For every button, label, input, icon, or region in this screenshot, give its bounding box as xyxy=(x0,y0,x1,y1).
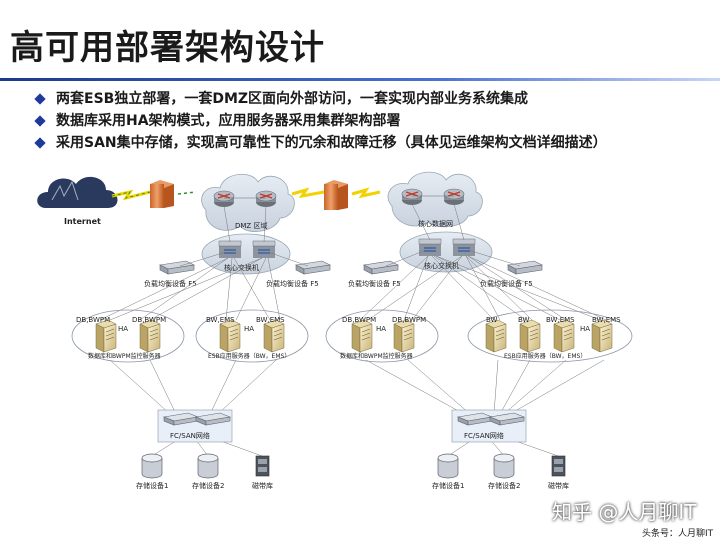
router-icon xyxy=(255,190,277,208)
ha-label: HA xyxy=(118,325,128,333)
load-balancer-icon xyxy=(507,260,543,275)
load-balancer-icon xyxy=(159,260,195,275)
page-title: 高可用部署架构设计 xyxy=(10,28,325,68)
esb-server-icon xyxy=(553,319,575,353)
bullet-text: 两套ESB独立部署，一套DMZ区面向外部访问，一套实现内部业务系统集成 xyxy=(56,91,529,107)
db-server-icon xyxy=(139,319,161,353)
server-label: BW,EMS xyxy=(206,316,235,324)
ha-label: HA xyxy=(244,325,254,333)
firewall-icon xyxy=(150,180,174,208)
server-label: DB,BWPM xyxy=(342,316,376,324)
group-label: 数据库和BWPM监控服务器 xyxy=(340,352,413,360)
server-label: BW,EMS xyxy=(592,316,621,324)
lightning-link-icon xyxy=(351,187,381,199)
group-label: 数据库和BWPM监控服务器 xyxy=(88,352,161,360)
ha-label: HA xyxy=(376,325,386,333)
server-label: DB,BWPM xyxy=(132,316,166,324)
switch-icon xyxy=(218,240,242,259)
db-server-icon xyxy=(95,319,117,353)
switch-icon xyxy=(452,238,476,257)
db-server-icon xyxy=(393,319,415,353)
firewall-icon xyxy=(324,180,348,210)
esb-server-icon xyxy=(219,319,241,353)
load-balancer-label: 负载均衡设备 F5 xyxy=(144,279,197,288)
server-label: DB,BWPM xyxy=(392,316,426,324)
server-label: BW,EMS xyxy=(256,316,285,324)
lightning-link-icon xyxy=(291,187,325,199)
title-underline xyxy=(0,78,720,81)
internet-label: Internet xyxy=(64,217,101,226)
server-label: BW xyxy=(486,316,498,324)
tape-library-icon xyxy=(255,455,270,477)
internet-cloud-icon xyxy=(37,176,118,208)
storage-label: 磁带库 xyxy=(548,481,569,490)
esb-server-icon xyxy=(485,319,507,353)
db-server-group xyxy=(325,309,439,363)
network-links xyxy=(99,205,309,457)
core-data-zone xyxy=(387,171,483,228)
router-icon xyxy=(401,188,423,206)
san-label: FC/SAN网络 xyxy=(464,431,504,440)
dmz-zone xyxy=(201,174,295,232)
storage-disk-icon xyxy=(141,453,163,479)
footer-text: 头条号：人月聊IT xyxy=(642,529,714,539)
server-label: DB,BWPM xyxy=(76,316,110,324)
core-data-zone-label: 核心数据网 xyxy=(418,219,453,228)
network-links xyxy=(359,203,607,457)
san-label: FC/SAN网络 xyxy=(170,431,210,440)
watermark: 知乎 @人月聊IT xyxy=(552,500,697,524)
switch-icon xyxy=(252,240,276,259)
router-icon xyxy=(213,190,235,208)
bullet-list: 两套ESB独立部署，一套DMZ区面向外部访问，一套实现内部业务系统集成 数据库采… xyxy=(34,88,607,154)
storage-disk-icon xyxy=(493,453,515,479)
esb-server-icon xyxy=(519,319,541,353)
load-balancer-icon xyxy=(363,260,399,275)
server-label: BW,EMS xyxy=(546,316,575,324)
esb-server-icon xyxy=(591,319,613,353)
storage-label: 存储设备1 xyxy=(136,481,168,490)
storage-label: 磁带库 xyxy=(252,481,273,490)
storage-disk-icon xyxy=(437,453,459,479)
esb-server-group xyxy=(195,309,309,363)
bullet-item: 两套ESB独立部署，一套DMZ区面向外部访问，一套实现内部业务系统集成 xyxy=(34,88,607,110)
load-balancer-label: 负载均衡设备 F5 xyxy=(266,279,319,288)
db-server-icon xyxy=(351,319,373,353)
core-switch-label: 核心交换机 xyxy=(224,263,259,272)
server-label: BW xyxy=(518,316,530,324)
tape-library-icon xyxy=(551,455,566,477)
storage-disk-icon xyxy=(197,453,219,479)
bullet-item: 采用SAN集中存储，实现高可靠性下的冗余和故障迁移（具体见运维架构文档详细描述） xyxy=(34,132,607,154)
storage-label: 存储设备1 xyxy=(432,481,464,490)
switch-icon xyxy=(418,238,442,257)
group-label: ESB应用服务器（BW，EMS） xyxy=(208,352,290,360)
esb-server-icon xyxy=(263,319,285,353)
esb-server-group xyxy=(467,309,633,363)
ha-label: HA xyxy=(580,325,590,333)
storage-label: 存储设备2 xyxy=(192,481,224,490)
bullet-item: 数据库采用HA架构模式，应用服务器采用集群架构部署 xyxy=(34,110,607,132)
db-server-group xyxy=(71,309,185,363)
load-balancer-icon xyxy=(295,260,331,275)
router-icon xyxy=(443,188,465,206)
storage-label: 存储设备2 xyxy=(488,481,520,490)
bullet-text: 采用SAN集中存储，实现高可靠性下的冗余和故障迁移（具体见运维架构文档详细描述） xyxy=(56,135,607,151)
group-label: ESB应用服务器（BW，EMS） xyxy=(504,352,586,360)
load-balancer-label: 负载均衡设备 F5 xyxy=(348,279,401,288)
bullet-text: 数据库采用HA架构模式，应用服务器采用集群架构部署 xyxy=(56,113,401,129)
dmz-zone-label: DMZ 区域 xyxy=(235,221,267,230)
